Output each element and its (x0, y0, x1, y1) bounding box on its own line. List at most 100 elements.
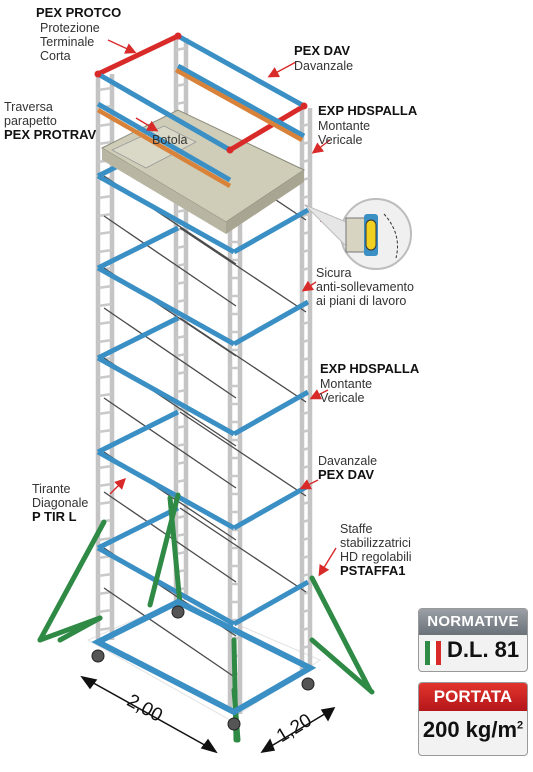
label-pex-protco: PEX PROTCO Protezione Terminale Corta (36, 5, 122, 62)
desc-traversa-2: parapetto (4, 114, 57, 128)
rung (97, 284, 113, 290)
code-exp-mid: EXP HDSPALLA (320, 361, 420, 376)
code-pex-protrav: PEX PROTRAV (4, 127, 97, 142)
desc-pex-protco-2: Terminale (40, 34, 95, 49)
rung (97, 248, 113, 254)
rung (175, 514, 187, 520)
rung (97, 140, 113, 146)
level-beam (96, 225, 180, 271)
normative-body: D.L. 81 (419, 635, 527, 671)
level-beam (96, 505, 180, 551)
desc-staffe-2: stabilizzatrici (340, 536, 411, 550)
rung (175, 424, 187, 430)
level-beam (96, 173, 236, 255)
rung (175, 208, 187, 214)
normative-title: NORMATIVE (419, 609, 527, 635)
rung (301, 608, 311, 614)
label-exp-hdspalla-top: EXP HDSPALLA Montante Vericale (318, 103, 418, 147)
rung (97, 572, 113, 578)
rung (175, 100, 187, 106)
rung (301, 248, 311, 254)
top-platform-edge (102, 148, 226, 234)
rung (301, 464, 311, 470)
red-joints (94, 32, 308, 154)
code-p-tir-l: P TIR L (32, 509, 77, 524)
rung (97, 374, 113, 380)
rung (97, 338, 113, 344)
rung (97, 464, 113, 470)
rung (175, 478, 187, 484)
rung (97, 428, 113, 434)
level-beam (96, 355, 236, 437)
rung (97, 392, 113, 398)
rung (301, 320, 311, 326)
diagonal-brace (103, 397, 237, 489)
level-beam (96, 265, 236, 347)
rung (301, 554, 311, 560)
rung (301, 644, 311, 650)
label-pex-dav-low: Davanzale PEX DAV (318, 454, 377, 483)
code-exp-top: EXP HDSPALLA (318, 103, 418, 118)
base-frame (91, 598, 317, 716)
rung (301, 626, 311, 632)
desc-exp-top-1: Montante (318, 118, 371, 133)
rung (175, 334, 187, 340)
portata-value: 200 kg/m (422, 717, 518, 742)
rung (301, 356, 311, 362)
desc-staffe-1: Staffe (340, 522, 373, 536)
rung (175, 82, 187, 88)
level-beam (232, 483, 310, 531)
portata-title: PORTATA (419, 683, 527, 711)
desc-exp-mid-2: Vericale (320, 390, 365, 405)
level-beam (232, 389, 310, 437)
blue-platform-frames (96, 133, 310, 627)
portata-sup: 2 (517, 719, 524, 732)
diagonal-brace (179, 317, 307, 403)
rung (301, 572, 311, 578)
rung (301, 536, 311, 542)
level-beam (232, 207, 310, 255)
rung (175, 370, 187, 376)
desc-pex-dav-low: Davanzale (318, 454, 378, 468)
desc-exp-mid-1: Montante (320, 376, 373, 391)
rung (301, 518, 311, 524)
rung (97, 194, 113, 200)
castor-wheels (91, 605, 315, 731)
label-exp-hdspalla-mid: EXP HDSPALLA Montante Vericale (320, 361, 420, 405)
dimension-arrows (80, 675, 336, 754)
diagonal-brace (103, 491, 237, 583)
desc-staffe-3: HD regolabili (340, 550, 412, 564)
label-traversa: Traversa parapetto PEX PROTRAV (4, 100, 96, 143)
level-beam (96, 545, 236, 627)
level-beam (232, 299, 310, 347)
rung (301, 266, 311, 272)
label-staffe: Staffe stabilizzatrici HD regolabili PST… (340, 522, 412, 579)
desc-tirante-1: Tirante (32, 482, 71, 496)
detail-bubble-safety-clip (304, 198, 412, 270)
top-platform-side (226, 170, 304, 234)
diagonal-brace (103, 307, 237, 399)
diagonal-brace (103, 215, 237, 307)
rung (301, 428, 311, 434)
code-pex-dav-top: PEX DAV (294, 43, 351, 58)
rung (175, 280, 187, 286)
rung (175, 460, 187, 466)
portata-badge: PORTATA 200 kg/m2 (418, 682, 528, 756)
diagonal-brace (179, 507, 307, 593)
rung (175, 244, 187, 250)
rung (97, 122, 113, 128)
rung (301, 230, 311, 236)
desc-exp-top-2: Vericale (318, 132, 363, 147)
rung (301, 158, 311, 164)
rung (175, 388, 187, 394)
code-pex-protco: PEX PROTCO (36, 5, 122, 20)
desc-traversa-1: Traversa (4, 100, 53, 114)
rung (301, 194, 311, 200)
rung (97, 320, 113, 326)
rung (301, 212, 311, 218)
rung (97, 626, 113, 632)
blue-guardrail-top (96, 33, 306, 183)
level-beam (96, 409, 180, 455)
level-beam (96, 449, 236, 531)
portata-value-wrap: 200 kg/m2 (419, 717, 527, 743)
